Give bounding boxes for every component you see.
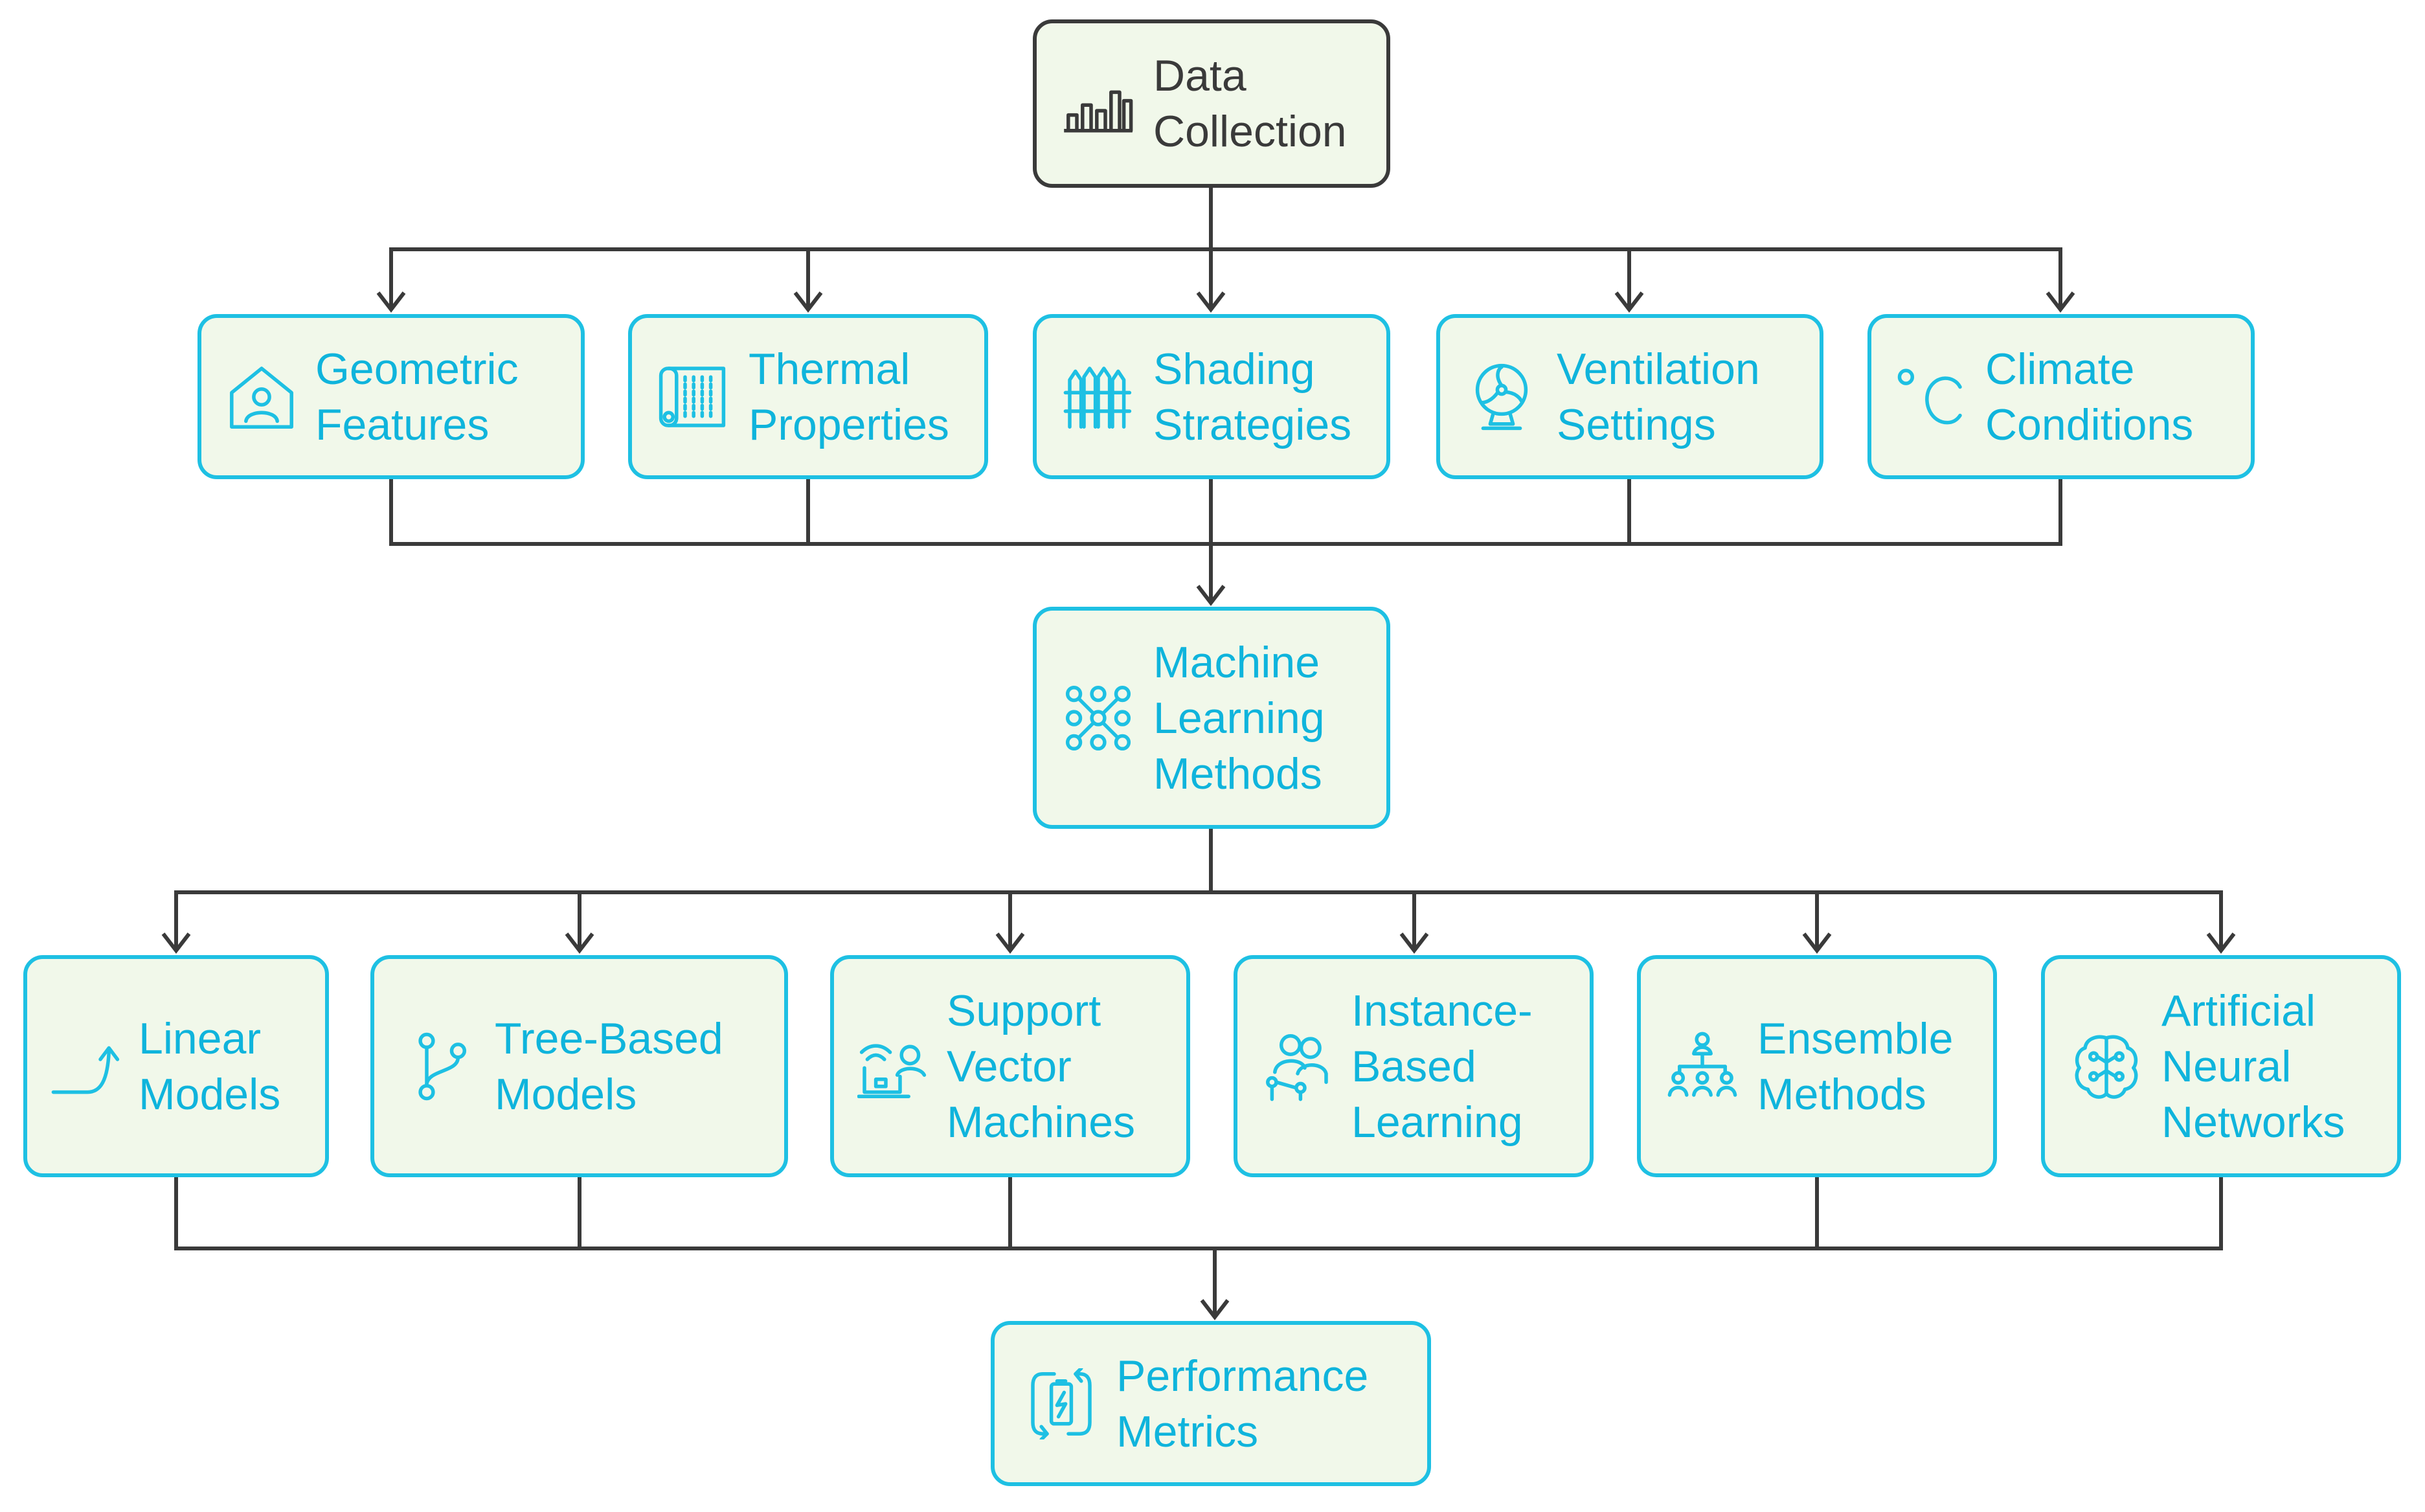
curve-arrow-icon — [51, 1031, 122, 1102]
node-label: Support Vector Machines — [947, 986, 1136, 1147]
git-branch-icon — [405, 1031, 477, 1102]
node-geometric-features: Geometric Features — [197, 314, 585, 479]
node-label: Shading Strategies — [1153, 344, 1352, 449]
fence-icon — [1063, 361, 1134, 433]
node-performance-metrics: Performance Metrics — [991, 1321, 1431, 1486]
arrowhead-thermal — [793, 291, 823, 313]
node-artificial-neural-networks: Artificial Neural Networks — [2041, 955, 2401, 1177]
node-thermal-properties: Thermal Properties — [628, 314, 988, 479]
node-data-collection: Data Collection — [1033, 19, 1390, 188]
node-instance-based-learning: Instance- Based Learning — [1234, 955, 1594, 1177]
node-label: Thermal Properties — [749, 344, 949, 449]
arrowhead-shading — [1196, 291, 1226, 313]
arrowhead-svm — [995, 932, 1025, 954]
hierarchy-people-icon — [1667, 1031, 1738, 1102]
bar-chart-icon — [1063, 68, 1134, 139]
node-shading-strategies: Shading Strategies — [1033, 314, 1390, 479]
node-tree-based-models: Tree-Based Models — [370, 955, 788, 1177]
house-person-icon — [226, 361, 297, 433]
arrowhead-performance — [1200, 1299, 1230, 1320]
arrowhead-geometric — [376, 291, 406, 313]
node-climate-conditions: Climate Conditions — [1867, 314, 2255, 479]
node-label: Instance- Based Learning — [1351, 986, 1533, 1147]
arrowhead-ml — [1196, 585, 1226, 606]
arrowhead-instance — [1399, 932, 1429, 954]
arrowhead-climate — [2046, 291, 2075, 313]
arrowhead-ann — [2206, 932, 2236, 954]
node-label: Ensemble Methods — [1757, 1013, 1954, 1119]
node-machine-learning-methods: Machine Learning Methods — [1033, 607, 1390, 829]
laptop-user-icon — [857, 1031, 929, 1102]
node-ensemble-methods: Ensemble Methods — [1637, 955, 1997, 1177]
node-label: Geometric Features — [315, 344, 519, 449]
node-label: Artificial Neural Networks — [2161, 986, 2345, 1147]
fan-icon — [1466, 361, 1537, 433]
people-group-icon — [1262, 1031, 1333, 1102]
node-label: Performance Metrics — [1116, 1351, 1369, 1456]
arrowhead-ventilation — [1614, 291, 1644, 313]
node-network-icon — [1063, 683, 1134, 754]
arrowhead-tree — [565, 932, 594, 954]
node-label: Machine Learning Methods — [1153, 637, 1325, 798]
node-linear-models: Linear Models — [23, 955, 329, 1177]
insulation-roll-icon — [657, 361, 728, 433]
node-support-vector-machines: Support Vector Machines — [830, 955, 1190, 1177]
arrowhead-ensemble — [1802, 932, 1832, 954]
arrowhead-linear — [161, 932, 191, 954]
brain-icon — [2071, 1031, 2142, 1102]
node-ventilation-settings: Ventilation Settings — [1436, 314, 1823, 479]
celsius-icon — [1896, 361, 1967, 433]
node-label: Ventilation Settings — [1557, 344, 1760, 449]
node-label: Linear Models — [139, 1013, 281, 1119]
node-label: Data Collection — [1153, 51, 1347, 156]
node-label: Climate Conditions — [1985, 344, 2194, 449]
refresh-battery-icon — [1026, 1368, 1097, 1439]
node-label: Tree-Based Models — [495, 1013, 723, 1119]
